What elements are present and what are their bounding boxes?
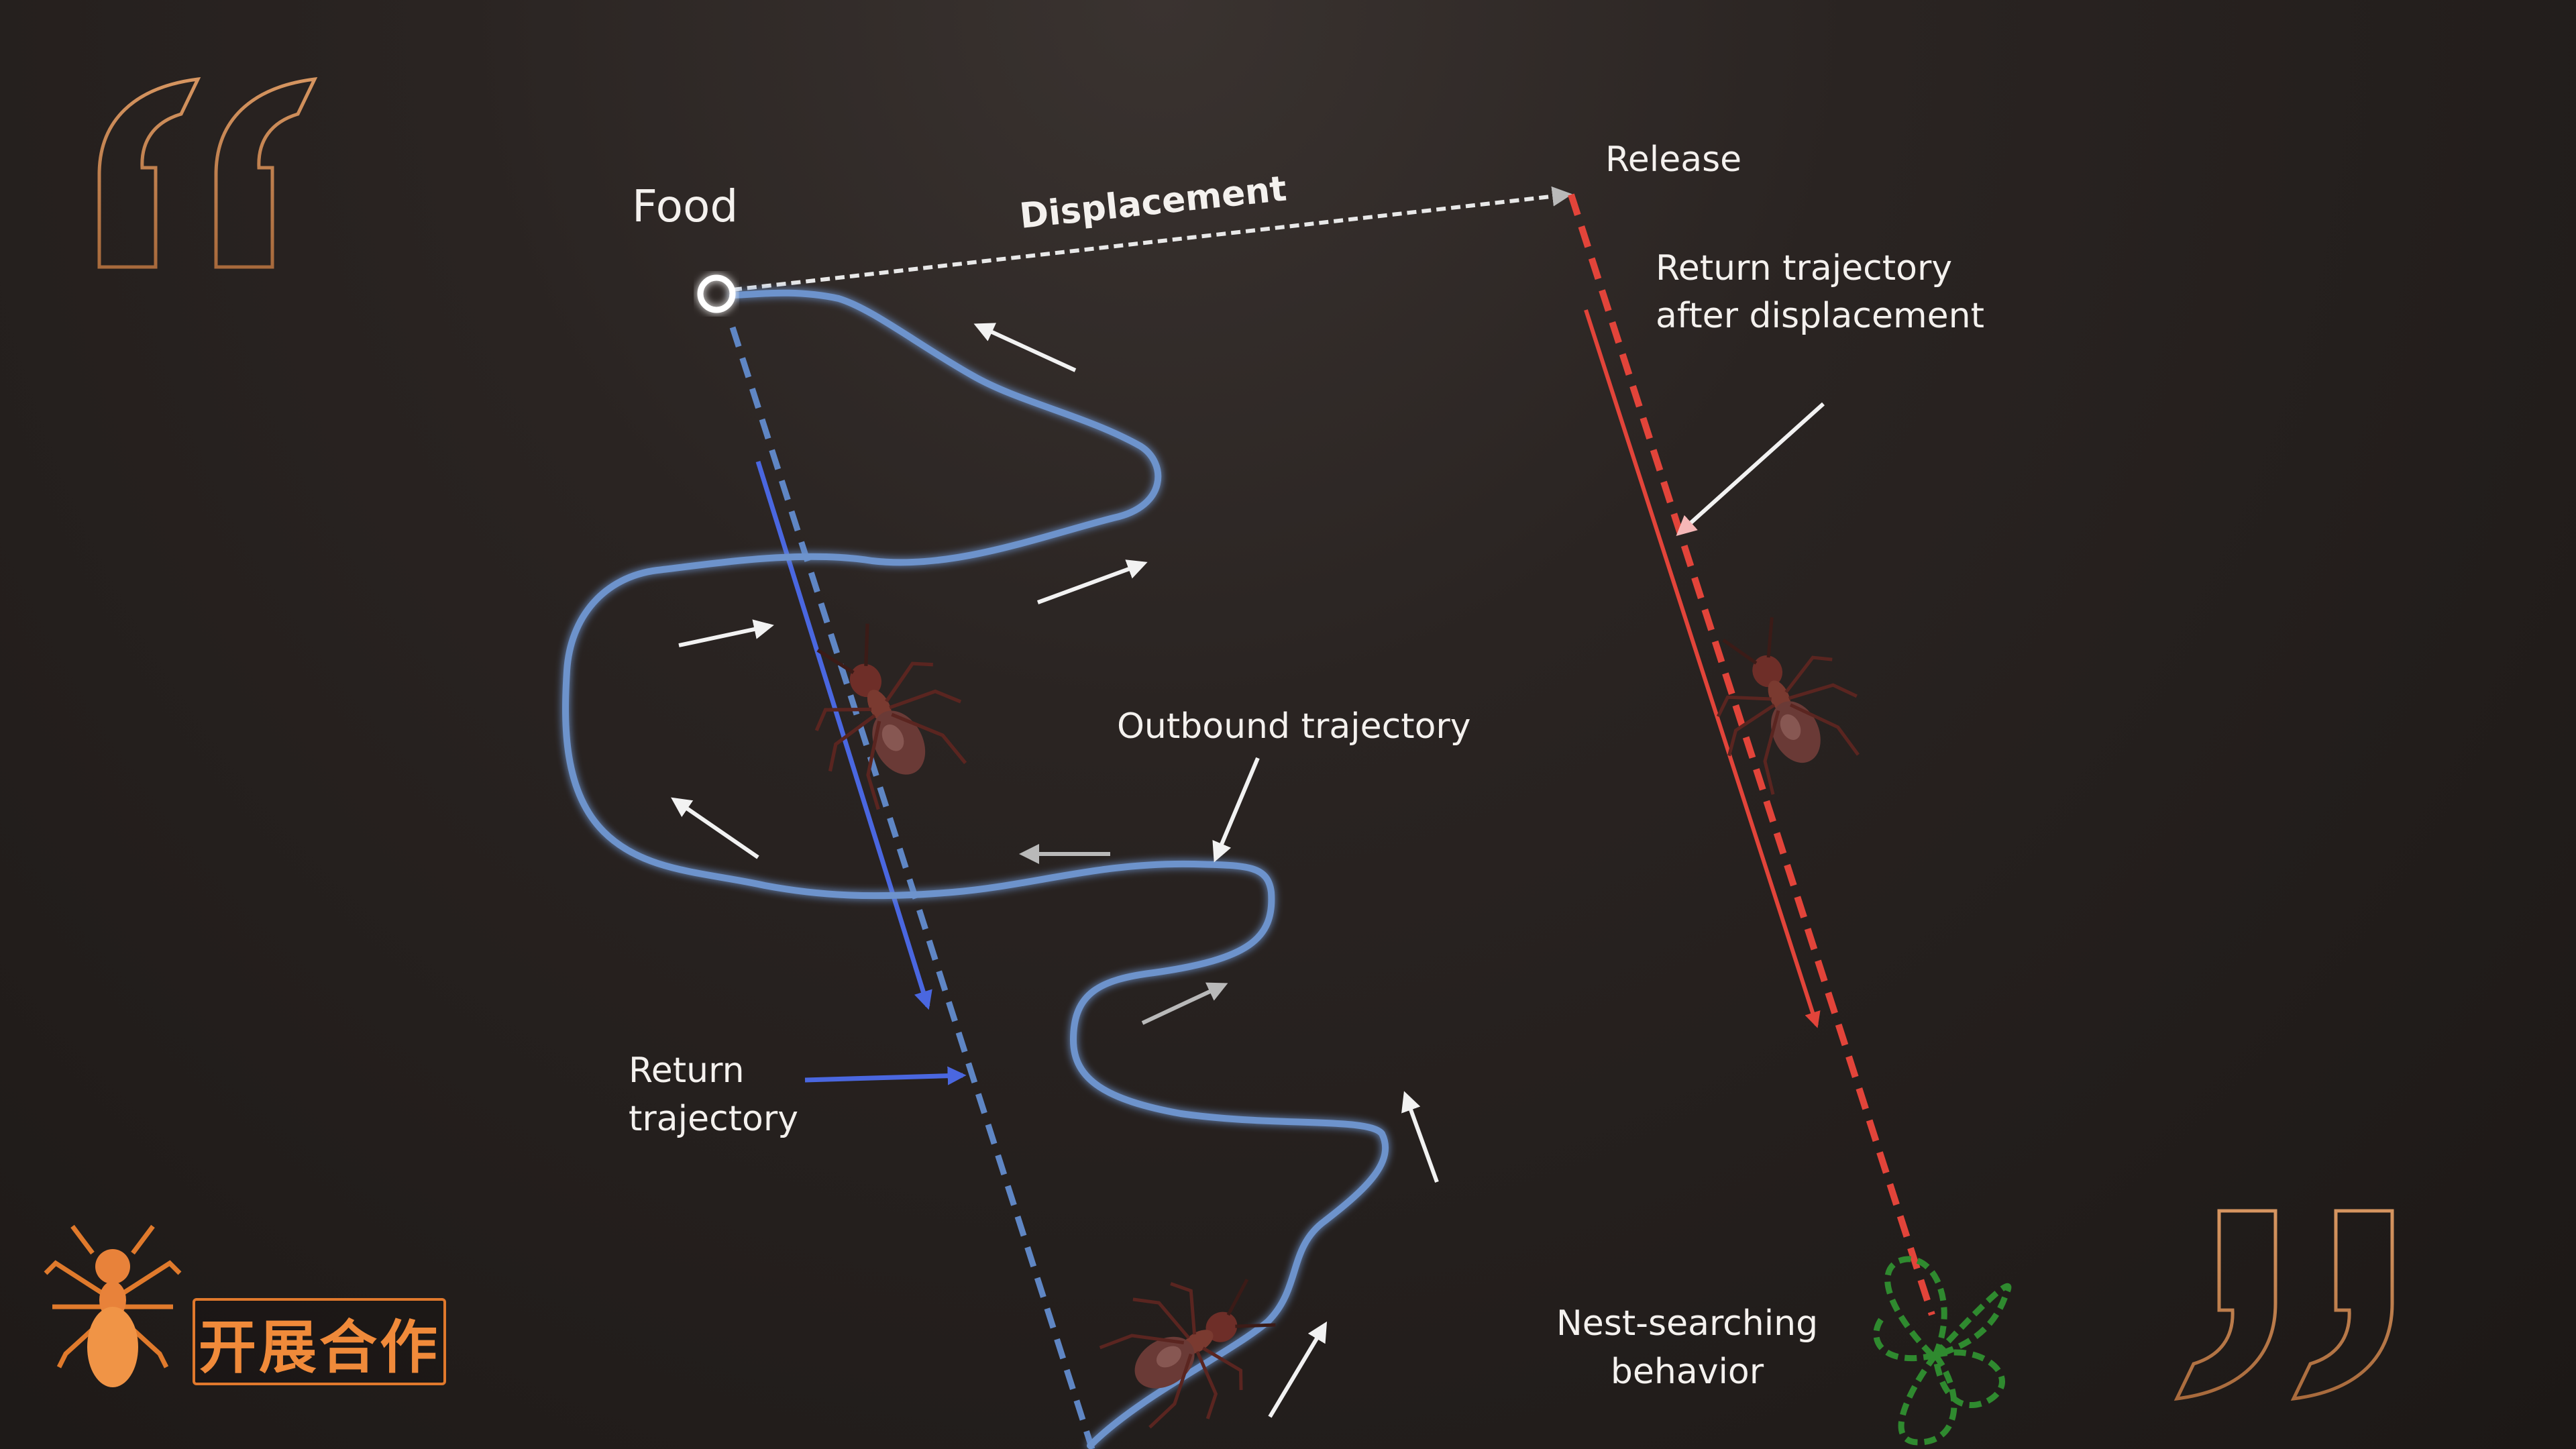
displaced-pointer-arrow: [1676, 402, 1825, 537]
displaced-return-dashed: [1568, 193, 1935, 1316]
return-vector-dashed: [729, 326, 1095, 1449]
badge-text: 开展合作: [199, 1313, 440, 1381]
collaboration-badge[interactable]: 开展合作: [193, 1298, 446, 1385]
displacement-label: Displacement: [1018, 168, 1289, 236]
release-label: Release: [1605, 140, 1741, 180]
close-quote-icon: [2174, 1209, 2394, 1401]
return-pointer-arrow: [804, 1066, 967, 1085]
nest-search-loops: [1873, 1256, 2012, 1446]
nest-searching-label-1: Nest-searching: [1556, 1303, 1818, 1344]
outbound-label: Outbound trajectory: [1117, 706, 1471, 747]
return-label-2: trajectory: [629, 1099, 798, 1139]
food-marker-icon: [697, 274, 736, 313]
nest-searching-label-2: behavior: [1611, 1352, 1764, 1392]
outbound-trajectory-path: [562, 289, 1389, 1449]
open-quote-icon: [97, 76, 318, 269]
return-after-displacement-label-1: Return trajectory: [1656, 248, 1952, 288]
outbound-direction-arrows: [671, 323, 1439, 1418]
return-trajectory-arrow: [755, 460, 932, 1010]
return-after-displacement-label-2: after displacement: [1656, 296, 1984, 336]
food-label: Food: [632, 180, 738, 232]
displacement-line: [732, 186, 1572, 292]
return-label-1: Return: [629, 1051, 745, 1091]
ant-logo-icon: [44, 1224, 182, 1387]
displaced-return-arrow: [1584, 309, 1821, 1028]
